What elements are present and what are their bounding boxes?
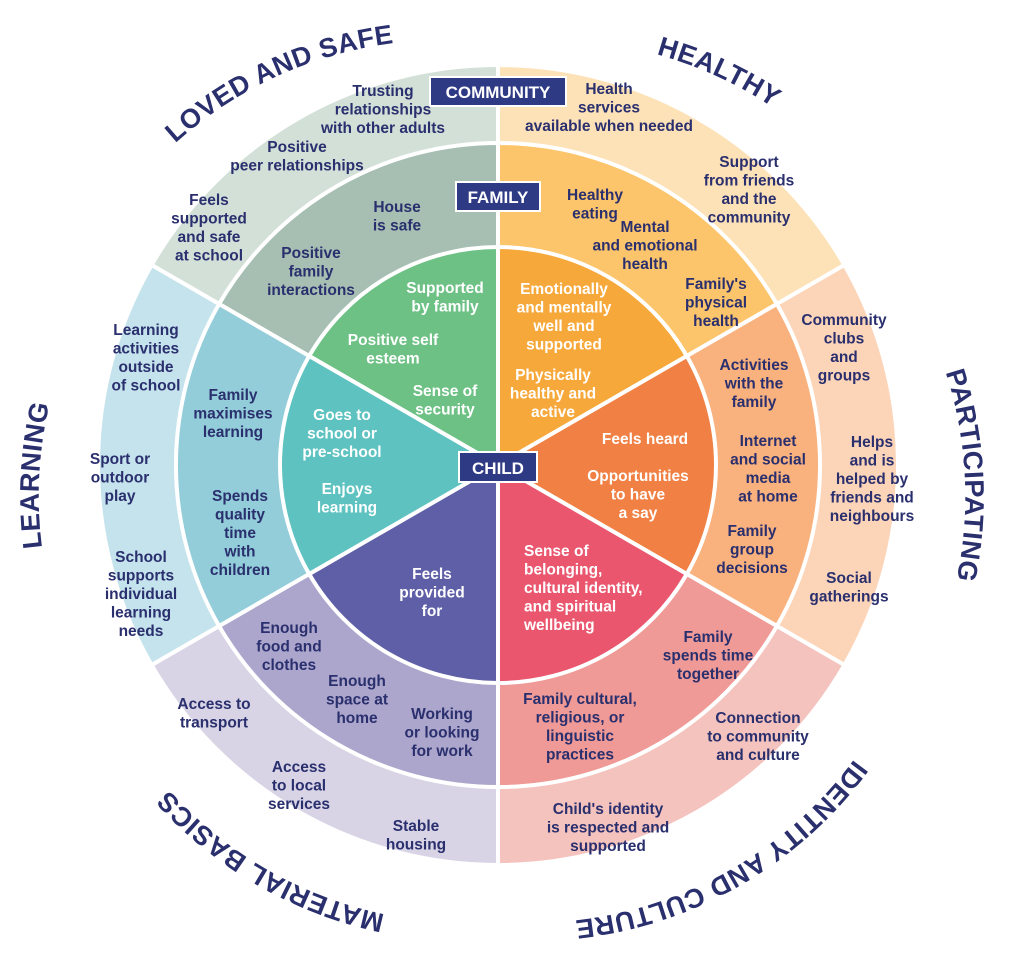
- domain-title-participating: PARTICIPATING: [940, 365, 989, 584]
- sector-child-loved-and-safe: [306, 244, 500, 469]
- family-badge-label: FAMILY: [468, 188, 529, 207]
- label-child-participating-0: Feels heard: [602, 431, 688, 448]
- domain-title-healthy: HEALTHY: [655, 31, 787, 113]
- sector-child-identity-and-culture: [496, 461, 690, 686]
- community-badge-label: COMMUNITY: [446, 83, 551, 102]
- family-badge: FAMILY: [455, 181, 541, 212]
- sector-child-material-basics: [306, 461, 500, 686]
- child-badge-label: CHILD: [472, 459, 524, 478]
- sector-child-learning: [278, 353, 503, 577]
- sector-child-healthy: [496, 244, 690, 469]
- child-badge: CHILD: [458, 451, 538, 483]
- sector-child-participating: [493, 353, 718, 577]
- domain-title-learning: LEARNING: [15, 399, 56, 551]
- community-badge: COMMUNITY: [429, 76, 567, 107]
- wheel-sectors: [96, 62, 900, 868]
